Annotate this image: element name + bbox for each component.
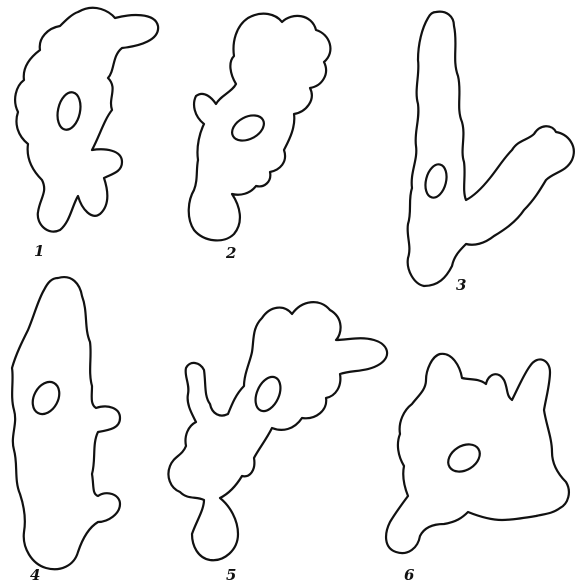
nucleus-4 bbox=[27, 377, 64, 418]
panel-label-6: 6 bbox=[404, 566, 415, 584]
panel-label-2: 2 bbox=[225, 244, 236, 262]
panel-6: 6 bbox=[386, 354, 569, 584]
cell-outline-5 bbox=[168, 302, 387, 560]
panel-label-1: 1 bbox=[34, 242, 44, 260]
cell-outline-4 bbox=[12, 277, 120, 569]
panel-1: 1 bbox=[15, 8, 158, 260]
cell-outline-2 bbox=[189, 14, 331, 241]
panel-5: 5 bbox=[168, 302, 387, 584]
nucleus-5 bbox=[251, 373, 286, 415]
panel-label-3: 3 bbox=[456, 276, 466, 294]
cell-outline-3 bbox=[408, 12, 574, 286]
panel-4: 4 bbox=[12, 277, 120, 584]
panel-3: 3 bbox=[408, 12, 574, 294]
nucleus-6 bbox=[443, 439, 485, 477]
panel-2: 2 bbox=[189, 14, 331, 262]
nucleus-2 bbox=[228, 110, 268, 145]
panel-label-5: 5 bbox=[226, 566, 236, 584]
panel-label-4: 4 bbox=[30, 566, 40, 584]
cell-outline-6 bbox=[386, 354, 569, 553]
cell-outline-1 bbox=[15, 8, 158, 232]
nucleus-3 bbox=[422, 162, 450, 200]
nucleus-1 bbox=[54, 90, 83, 132]
